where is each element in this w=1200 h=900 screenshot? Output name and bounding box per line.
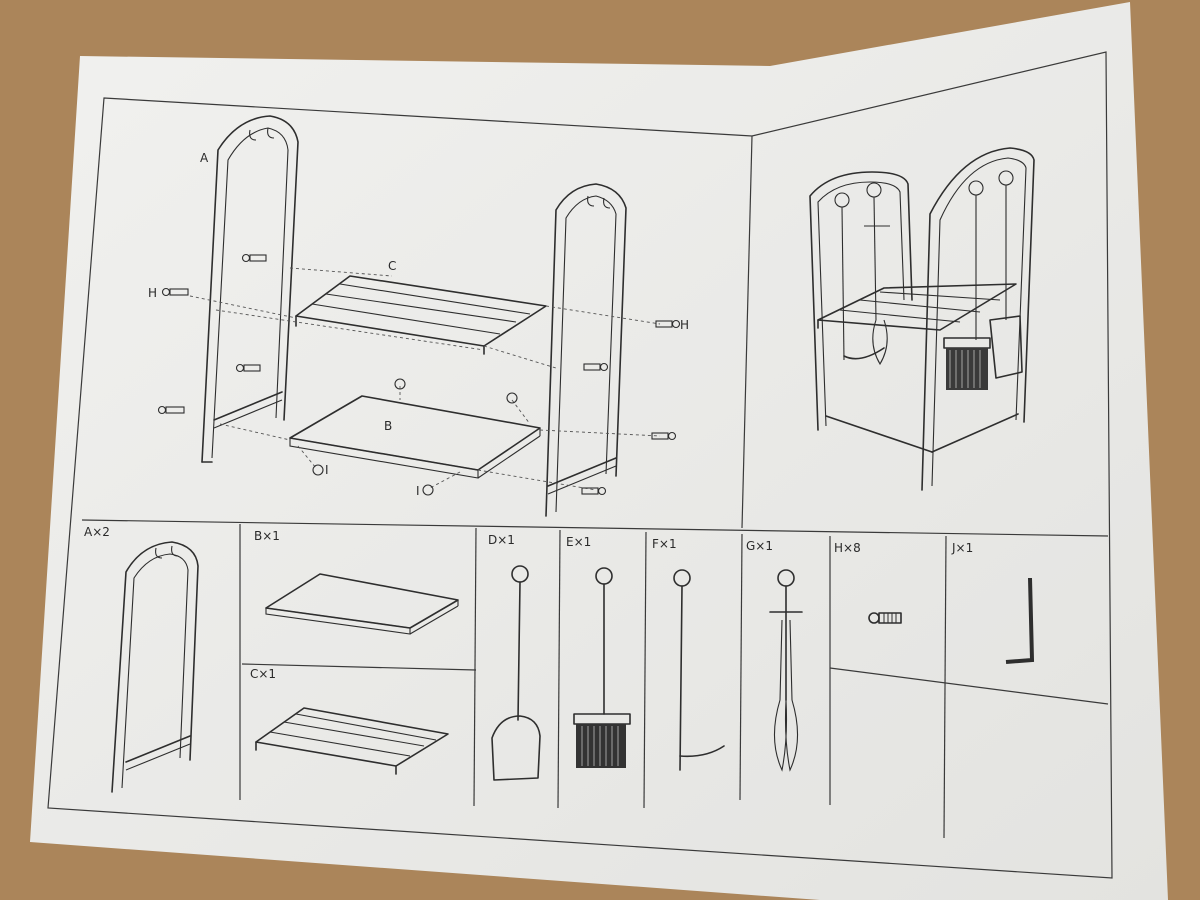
part-label-e: E×1	[566, 535, 591, 549]
finished-stand-illustration	[809, 147, 1035, 491]
part-label-j: J×1	[951, 541, 973, 555]
part-label-f: F×1	[652, 537, 677, 551]
nut-icon	[312, 464, 324, 476]
label-screw-right: H	[680, 318, 689, 332]
shovel-icon	[491, 565, 541, 781]
screw-icon	[157, 405, 185, 415]
label-screw-left: H	[148, 286, 157, 300]
screw-icon	[241, 253, 267, 263]
part-label-c: C×1	[250, 667, 276, 681]
slatted-rack-icon	[255, 707, 449, 775]
part-label-b: B×1	[254, 529, 280, 543]
label-nut-left: I	[325, 463, 329, 477]
allen-key-icon	[1005, 577, 1035, 664]
screw-icon	[655, 319, 681, 329]
brush-icon	[573, 567, 631, 768]
part-label-d: D×1	[488, 533, 515, 547]
part-label-a: A×2	[84, 525, 110, 539]
nut-icon	[394, 378, 406, 390]
screw-icon	[651, 431, 677, 441]
base-panel-icon	[265, 573, 459, 635]
screw-icon	[581, 486, 607, 496]
label-base-panel: B	[384, 419, 392, 433]
part-label-g: G×1	[746, 539, 773, 553]
parts-list-grid	[239, 524, 1109, 839]
label-log-rack: C	[388, 259, 396, 273]
tongs-icon	[769, 569, 803, 772]
arched-side-frame-icon	[111, 541, 199, 793]
assembly-diagram: A C B H H I I	[148, 115, 689, 517]
screw-icon	[583, 362, 609, 372]
nut-icon	[506, 392, 518, 404]
label-nut-bottom: I	[416, 484, 420, 498]
screw-icon	[161, 287, 189, 297]
part-label-h: H×8	[834, 541, 861, 555]
screw-icon	[868, 612, 902, 624]
left-side-frame	[201, 115, 299, 463]
label-side-frame: A	[200, 151, 209, 165]
base-panel-part-b	[289, 395, 541, 479]
print-border	[47, 51, 1113, 879]
nut-icon	[422, 484, 434, 496]
screw-icon	[235, 363, 261, 373]
poker-icon	[673, 569, 725, 771]
right-side-frame	[545, 183, 627, 517]
